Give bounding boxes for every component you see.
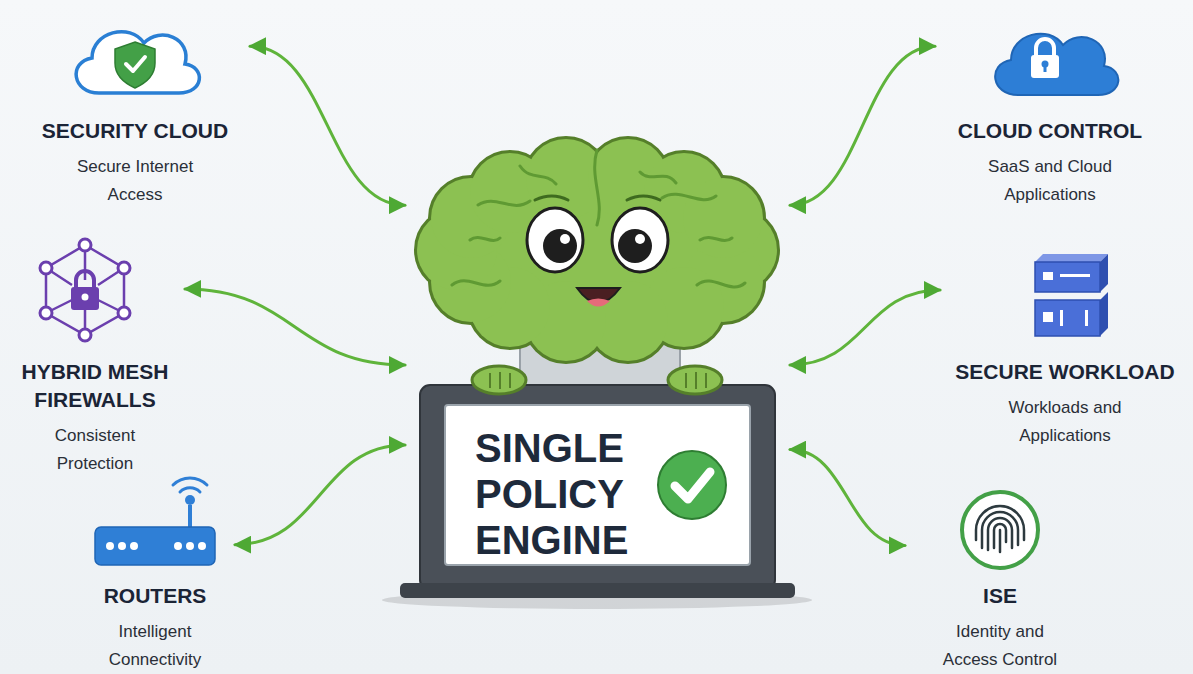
policy-engine-node: SINGLE POLICY ENGINE (405, 130, 790, 600)
server-stack-icon (1100, 292, 1108, 336)
service-node: SECURE WORKLOAD Workloads and Application… (940, 250, 1190, 450)
monitor-frame (420, 385, 775, 590)
node-description: Identity and Access Control (935, 618, 1065, 674)
node-heading: SECURITY CLOUD (42, 117, 228, 145)
monitor-frame (658, 451, 726, 519)
router-icon (173, 478, 207, 492)
router-icon (174, 542, 182, 550)
security-cloud-icon (115, 42, 155, 88)
node-heading: ISE (983, 582, 1017, 610)
connector-arrow (185, 289, 405, 365)
server-stack-icon (1060, 274, 1090, 277)
mesh-network-icon (82, 294, 89, 301)
server-stack-icon (1035, 254, 1108, 262)
connector-arrow (790, 46, 935, 205)
router-icon (185, 495, 195, 505)
brain-mascot (612, 208, 668, 272)
server-stack-icon (1100, 254, 1108, 292)
brain-mascot (635, 234, 645, 244)
connector-arrow (250, 46, 405, 205)
mesh-network-icon (46, 245, 124, 335)
router-icon (188, 505, 192, 527)
brain-mascot (417, 139, 777, 361)
service-node: ISE Identity and Access Control (905, 485, 1095, 674)
server-stack-icon (1035, 300, 1100, 336)
mesh-network-icon (71, 287, 99, 310)
server-stack-icon (1085, 310, 1088, 326)
mesh-network-icon (40, 262, 52, 274)
mesh-network-icon (40, 239, 130, 341)
node-description: SaaS and Cloud Applications (975, 153, 1125, 209)
server-stack-icon (1043, 312, 1053, 322)
server-stack-icon (1060, 310, 1063, 326)
mascot-hands (472, 366, 722, 394)
node-heading: ROUTERS (104, 582, 207, 610)
mesh-network-icon (40, 307, 52, 319)
brain-mascot (618, 229, 652, 263)
fingerprint-icon (976, 506, 1024, 552)
fingerprint-icon (962, 492, 1038, 568)
brain-mascot (543, 229, 577, 263)
brain-mascot (452, 150, 745, 287)
brain-mascot (587, 299, 610, 307)
security-cloud-icon (76, 32, 199, 93)
connector-arrow (235, 445, 405, 545)
cloud-lock-icon (995, 34, 1118, 95)
node-heading: SECURE WORKLOAD (955, 358, 1174, 386)
node-description: Intelligent Connectivity (95, 618, 215, 674)
node-description: Workloads and Applications (990, 394, 1140, 450)
monitor-frame (400, 385, 795, 598)
engine-label: SINGLE POLICY ENGINE (475, 425, 640, 563)
service-node: CLOUD CONTROL SaaS and Cloud Applications (935, 15, 1165, 210)
router-icon (118, 542, 126, 550)
security-cloud-icon (126, 57, 145, 71)
mascot-hands (490, 372, 706, 389)
monitor-frame (445, 405, 750, 565)
brain-mascot (382, 139, 812, 609)
router-icon (198, 542, 206, 550)
cloud-lock-icon (1031, 55, 1059, 78)
router-icon (186, 542, 194, 550)
router-icon (95, 478, 215, 565)
mesh-network-icon (118, 262, 130, 274)
mesh-network-icon (79, 329, 91, 341)
security-cloud-icon (76, 32, 199, 93)
node-heading: HYBRID MESH FIREWALLS (8, 358, 183, 414)
brain-mascot (417, 139, 777, 361)
router-icon (130, 542, 138, 550)
router-icon (95, 527, 215, 565)
service-node: SECURITY CLOUD Secure Internet Access (20, 15, 250, 210)
service-node: HYBRID MESH FIREWALLS Consistent Protecti… (5, 235, 185, 480)
cloud-lock-icon (1036, 39, 1054, 56)
server-stack-icon (1035, 262, 1100, 292)
service-node: ROUTERS Intelligent Connectivity (75, 475, 235, 674)
server-stack-icon (1035, 254, 1108, 336)
brain-mascot (527, 208, 583, 272)
brain-mascot (535, 196, 660, 200)
router-icon (106, 542, 114, 550)
monitor-frame (400, 583, 795, 598)
server-stack-icon (1043, 272, 1053, 280)
cloud-lock-icon (1044, 65, 1047, 72)
node-description: Consistent Protection (30, 422, 160, 478)
mesh-network-icon (118, 307, 130, 319)
monitor-frame (675, 472, 710, 499)
node-heading: CLOUD CONTROL (958, 117, 1142, 145)
connector-arrow (790, 450, 905, 546)
cloud-lock-icon (995, 34, 1118, 95)
mesh-network-icon (79, 239, 91, 251)
brain-mascot (560, 234, 570, 244)
mesh-network-icon (76, 271, 94, 288)
node-description: Secure Internet Access (60, 153, 210, 209)
fingerprint-icon (962, 492, 1038, 568)
connector-arrow (790, 290, 940, 365)
